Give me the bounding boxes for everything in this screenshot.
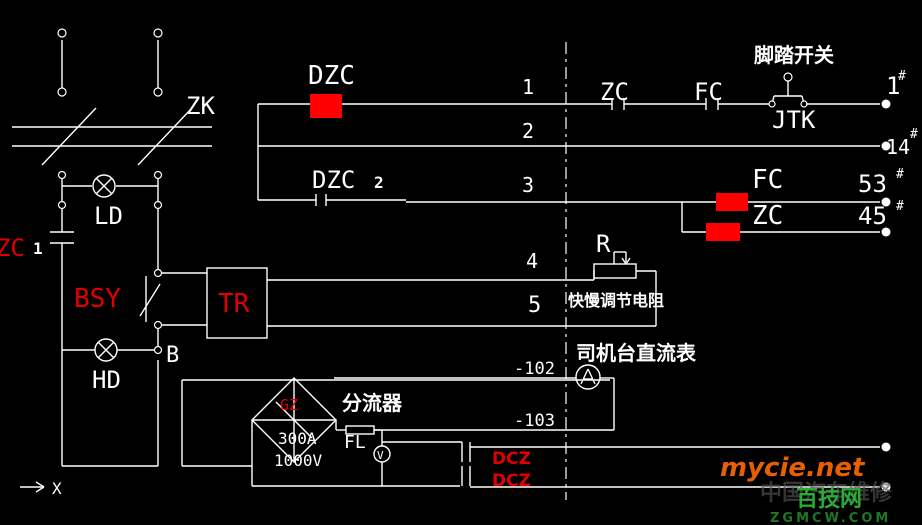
wire-m103-label: -103 (514, 411, 555, 431)
fc-coil-label: FC (752, 165, 783, 195)
dcz-contacts: DCZ DCZ (461, 442, 880, 491)
watermark-line4: ZGMCW.COM (770, 511, 891, 525)
terminal-14-sup: # (910, 127, 918, 142)
ammeter-icon (575, 364, 601, 390)
gz-rectifier: GZ 300A 1000V (251, 377, 460, 487)
ld-lamp-circuit: LD (57, 170, 163, 270)
wire-5-label: 5 (528, 293, 541, 318)
terminal-1-sup: # (898, 69, 906, 84)
foot-switch-label: 脚踏开关 (754, 43, 834, 67)
hd-lamp-circuit: HD B X (20, 338, 610, 498)
jtk-label: JTK (772, 106, 816, 134)
zc-contact-label: ZC (600, 78, 629, 106)
bsy-label: BSY (74, 284, 121, 314)
dzc2-label: DZC (312, 166, 355, 194)
resistor-circuit: 4 5 R 快慢调节电阻 (526, 230, 664, 327)
shunt-label: 分流器 (342, 391, 403, 415)
zk-breaker: ZK (12, 28, 215, 166)
watermark: mycie.net 中国汽车维修 百技网 ZGMCW.COM (720, 453, 893, 525)
ld-lamp-icon (92, 174, 116, 198)
wire-3-label: 3 (522, 173, 534, 197)
main-bus: DZC 1 2 DZC 2 3 (257, 61, 880, 206)
zk-label: ZK (186, 92, 215, 120)
terminal-53-label: 53 (858, 170, 887, 198)
dc-meter-label: 司机台直流表 (576, 341, 697, 365)
fl-voltmeter: FL V (344, 425, 462, 486)
hd-label: HD (92, 366, 121, 394)
tr-label: TR (218, 289, 250, 319)
zc1-sub-label: 1 (33, 239, 43, 258)
watermark-line1: mycie.net (720, 453, 866, 483)
terminals: 1 # 14 # 53 # 45 # (858, 69, 918, 492)
gz-voltage-label: 1000V (274, 451, 323, 470)
dc-meter-circuit: 司机台直流表 -102 -103 分流器 (334, 341, 697, 431)
speed-resistor-label: 快慢调节电阻 (568, 291, 664, 310)
fc-coil (716, 193, 748, 211)
dzc-coil (310, 94, 342, 118)
watermark-line3: 百技网 (796, 487, 862, 512)
b-label: B (166, 343, 179, 368)
terminal-53-sup: # (896, 167, 904, 182)
watermark-line2: 中国汽车维修 (760, 480, 893, 506)
gz-label: GZ (280, 396, 298, 414)
terminal-14-label: 14 (886, 135, 910, 159)
dzc2-sub-label: 2 (374, 173, 384, 192)
dzc-label: DZC (308, 61, 355, 91)
dcz-bottom-label: DCZ (492, 471, 531, 491)
r-label: R (596, 230, 611, 258)
wire3-coils: FC ZC (681, 165, 880, 241)
ld-label: LD (94, 202, 123, 230)
zc-coil-label: ZC (752, 201, 783, 231)
zc1-label: ZC (0, 234, 25, 262)
wire-4-label: 4 (526, 249, 538, 273)
terminal-45-label: 45 (858, 202, 887, 230)
bsy-tr-circuit: BSY TR (74, 267, 594, 350)
wire-2-label: 2 (522, 119, 534, 143)
gz-current-label: 300A (278, 429, 317, 448)
terminal-45-sup: # (896, 199, 904, 214)
speed-resistor (593, 263, 637, 279)
fl-label: FL (344, 432, 366, 453)
x-label: X (52, 479, 62, 498)
hd-lamp-icon (94, 338, 118, 362)
zc-coil (706, 223, 740, 241)
fc-contact-label: FC (694, 78, 723, 106)
terminal-1-label: 1 (886, 72, 900, 100)
v-label: V (377, 449, 384, 462)
wire-1-label: 1 (522, 75, 534, 99)
tr-box (206, 267, 268, 339)
wire1-contacts: ZC FC JTK 脚踏开关 (600, 43, 880, 134)
wire-m102-label: -102 (514, 359, 555, 379)
dcz-top-label: DCZ (492, 449, 531, 469)
zc1-contact: ZC 1 (0, 231, 74, 350)
